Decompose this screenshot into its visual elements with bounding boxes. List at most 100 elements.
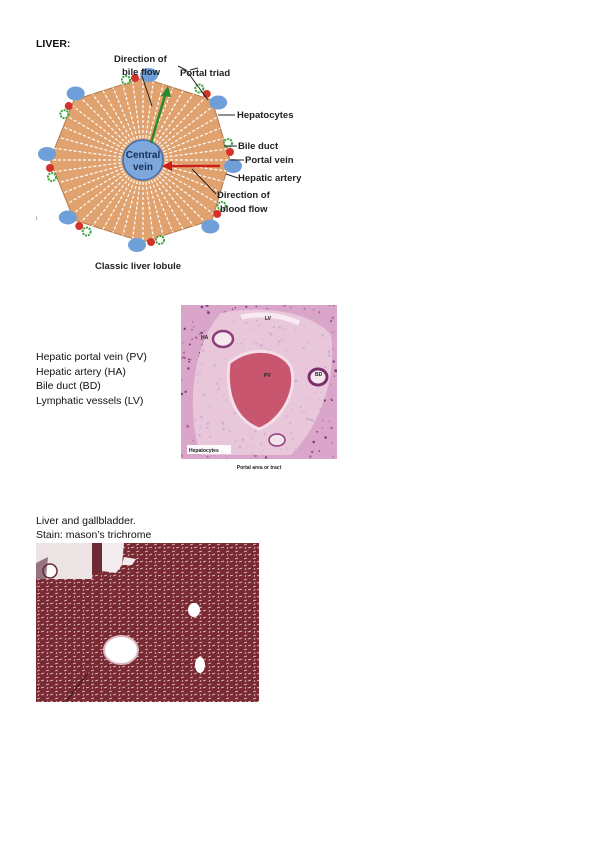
hepatocytes-tag (187, 445, 231, 454)
trichrome-central-vein-large (103, 635, 139, 665)
hepatic-artery-leader (225, 173, 239, 179)
nucleus-dot (282, 305, 284, 307)
portal-vein-marker (128, 238, 146, 252)
nucleus-dot (186, 424, 190, 428)
nucleus-dot (200, 305, 204, 309)
hepatic-artery-marker (75, 222, 84, 231)
nucleus-dot (303, 307, 306, 310)
nucleus-dot (332, 455, 335, 458)
portal-triad-bracket (177, 65, 209, 101)
nucleus-dot (330, 383, 332, 385)
trichrome-crack (65, 672, 89, 702)
nucleus-dot (330, 320, 333, 323)
bile-flow-arrowhead (161, 86, 171, 97)
nucleus-dot (183, 356, 185, 359)
portal-area-micrograph: LV HA PV BD Hepatocytes Portal area or t… (181, 305, 337, 471)
nucleus-dot (328, 305, 331, 307)
portal-vein-marker (58, 210, 77, 225)
nucleus-dot (194, 336, 198, 339)
legend-portal-vein: Hepatic portal vein (PV) (36, 351, 147, 363)
portal-vein-marker (201, 219, 220, 234)
nucleus-dot (333, 375, 335, 377)
central-vein-label-2: vein (133, 162, 153, 173)
nucleus-dot (321, 427, 324, 429)
nucleus-dot (206, 455, 209, 458)
micro-label-bd: BD (315, 372, 323, 378)
blood-flow-arrowhead (162, 161, 172, 171)
label-portal-vein: Portal vein (245, 155, 294, 166)
hepatic-artery-marker (147, 238, 155, 246)
nucleus-dot (332, 348, 334, 350)
nucleus-dot (198, 333, 201, 336)
hepatic-artery-marker (213, 209, 222, 218)
nucleus-dot (191, 338, 193, 340)
nucleus-dot (330, 426, 334, 430)
portal-vein-marker (209, 95, 228, 110)
label-direction-bile-flow-1: Direction of (114, 54, 168, 65)
nucleus-dot (181, 379, 182, 381)
liver-lobule-diagram: Central vein Direction of bile flow Port… (38, 54, 302, 272)
nucleus-dot (207, 311, 210, 315)
bile-duct-marker (47, 172, 57, 182)
nucleus-dot (334, 369, 337, 373)
hepatic-artery-region (211, 329, 235, 349)
nucleus-dot (255, 305, 257, 308)
nucleus-dot (182, 342, 184, 344)
trichrome-micrograph (36, 543, 259, 702)
nucleus-dot (192, 440, 194, 442)
nucleus-dot (181, 356, 184, 359)
nucleus-dot (318, 450, 321, 452)
nucleus-dot (231, 308, 234, 310)
trichrome-central-vein-1 (188, 603, 200, 617)
nucleus-dot (245, 305, 248, 308)
portal-area-legend: Hepatic portal vein (PV) Hepatic artery … (36, 350, 147, 408)
nucleus-dot (322, 420, 324, 422)
nucleus-dot (328, 420, 330, 423)
hepatic-artery-marker (64, 102, 73, 111)
small-vessel (268, 433, 286, 447)
nucleus-dot (203, 330, 205, 332)
nucleus-dot (192, 321, 194, 323)
nucleus-dot (332, 360, 335, 363)
portal-vein-marker (66, 86, 85, 101)
micro-label-lv: LV (265, 316, 272, 322)
bile-duct-marker (155, 235, 165, 245)
nucleus-dot (266, 307, 269, 310)
nucleus-dot (290, 306, 292, 308)
label-direction-blood-flow-1: Direction of (217, 190, 271, 201)
nucleus-dot (283, 305, 286, 307)
nucleus-dot (188, 358, 190, 361)
hepatic-artery-marker (131, 74, 139, 82)
nucleus-dot (331, 316, 334, 320)
nucleus-dot (332, 331, 334, 334)
micro-label-pv: PV (264, 373, 271, 379)
bile-duct-marker (121, 75, 131, 85)
bile-duct-marker (223, 138, 233, 148)
gallbladder-corner (36, 543, 136, 579)
nucleus-dot (184, 390, 187, 393)
nucleus-dot (183, 327, 186, 330)
nucleus-dot (311, 450, 314, 453)
label-hepatic-artery: Hepatic artery (238, 173, 302, 184)
legend-hepatic-artery: Hepatic artery (HA) (36, 365, 126, 378)
trichrome-caption-line2: Stain: mason’s trichrome (36, 529, 152, 541)
nucleus-dot (193, 326, 195, 328)
nucleus-dot (316, 430, 318, 433)
portal-vein-marker (224, 159, 242, 173)
hepatic-artery-marker (226, 148, 234, 156)
nucleus-dot (197, 354, 200, 357)
nucleus-dot (190, 359, 192, 361)
label-portal-triad: Portal triad (180, 68, 230, 79)
portal-vein-region (226, 349, 295, 431)
bile-duct-region (307, 367, 329, 387)
page-heading: LIVER: (36, 38, 71, 50)
nucleus-dot (330, 397, 332, 400)
nucleus-dot (312, 309, 315, 311)
bile-flow-leader (141, 75, 153, 107)
micro-label-hepatocytes: Hepatocytes (189, 448, 219, 454)
hepatic-artery-marker (46, 164, 54, 172)
nucleus-dot (264, 456, 268, 459)
nucleus-dot (226, 458, 228, 460)
micro-label-ha: HA (201, 335, 209, 341)
nucleus-dot (309, 455, 312, 458)
